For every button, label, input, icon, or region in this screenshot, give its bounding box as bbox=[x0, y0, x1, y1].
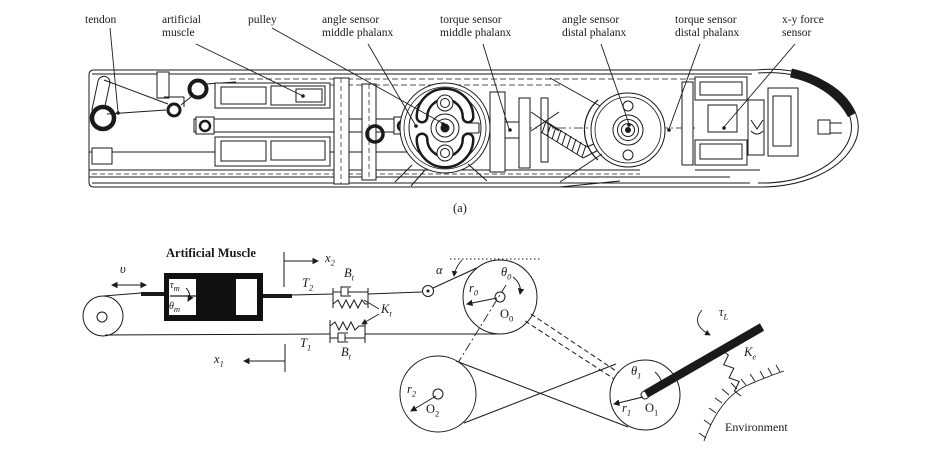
symbol-O1: O1 bbox=[645, 401, 659, 418]
label-tendon: tendon bbox=[85, 14, 117, 26]
symbol-tau-m: τm bbox=[170, 280, 180, 293]
symbol-T2: T2 bbox=[302, 276, 314, 293]
label-angle-sensor-middle: angle sensor middle phalanx bbox=[322, 14, 394, 39]
symbol-x1: x1 bbox=[214, 352, 224, 369]
label-xy-force-sensor: x-y force sensor bbox=[782, 14, 824, 39]
label-artificial-muscle-schematic: Artificial Muscle bbox=[166, 246, 256, 260]
r2-arrow bbox=[410, 395, 437, 412]
label-angle-sensor-distal: angle sensor distal phalanx bbox=[562, 14, 627, 39]
label-environment: Environment bbox=[725, 420, 788, 434]
distal-phalanx-pulley bbox=[549, 77, 666, 183]
symbol-alpha: α bbox=[436, 263, 443, 277]
spring-damper-top bbox=[332, 286, 369, 310]
idler-pulley bbox=[367, 265, 482, 297]
joint-centerline bbox=[431, 284, 507, 406]
symbol-Bt-bottom: Bt bbox=[341, 345, 352, 362]
symbol-velocity: υ bbox=[120, 262, 126, 276]
tendon-lines bbox=[103, 292, 497, 336]
Ke-spring bbox=[721, 349, 742, 397]
symbol-Bt-top: Bt bbox=[344, 266, 355, 283]
label-artificial-muscle: artificial muscle bbox=[162, 14, 201, 39]
tau-m-arrow bbox=[185, 287, 194, 302]
r1-arrow bbox=[613, 396, 644, 406]
part-b-drawing bbox=[82, 252, 785, 442]
x1-reference bbox=[243, 344, 286, 372]
label-torque-sensor-middle: torque sensor middle phalanx bbox=[440, 14, 512, 39]
symbol-theta0: θ0 bbox=[501, 265, 512, 282]
label-pulley: pulley bbox=[248, 14, 277, 26]
distal-link bbox=[643, 323, 765, 398]
crossed-tendons bbox=[455, 360, 629, 428]
tendon-drive-left bbox=[89, 71, 237, 165]
symbol-r0: r0 bbox=[469, 281, 479, 298]
middle-phalanx-pulley bbox=[394, 82, 491, 187]
muscle-block bbox=[164, 273, 263, 321]
symbol-r2: r2 bbox=[407, 382, 417, 399]
symbol-tau-L: τL bbox=[719, 305, 729, 322]
symbol-O0: O0 bbox=[500, 307, 514, 324]
symbol-Kt: Kt bbox=[381, 302, 392, 319]
symbol-r1: r1 bbox=[622, 401, 632, 418]
pulley-O0 bbox=[431, 259, 538, 406]
proximal-bracket bbox=[333, 77, 385, 185]
r0-arrow bbox=[466, 297, 498, 307]
distal-assembly bbox=[681, 68, 856, 171]
caption-a: (a) bbox=[453, 201, 467, 215]
symbol-T1: T1 bbox=[300, 336, 312, 353]
drive-pulley bbox=[82, 295, 124, 337]
label-torque-sensor-distal: torque sensor distal phalanx bbox=[675, 14, 740, 39]
environment-surface bbox=[698, 364, 785, 442]
tauL-arrow bbox=[697, 309, 711, 336]
actuator-assembly bbox=[193, 82, 415, 167]
symbol-theta-m: θm bbox=[169, 301, 181, 314]
fingertip-black-crescent bbox=[789, 68, 856, 118]
alpha-reference bbox=[450, 258, 542, 277]
leader-lines bbox=[109, 27, 796, 132]
part-a-drawing bbox=[88, 27, 859, 188]
symbol-O2: O2 bbox=[426, 402, 440, 419]
symbol-Ke: Ke bbox=[744, 345, 757, 362]
Kt-pointer-arrows bbox=[362, 299, 380, 324]
symbol-theta1: θ1 bbox=[631, 364, 642, 381]
symbol-x2: x2 bbox=[325, 251, 335, 268]
pulley-O1 bbox=[609, 359, 681, 431]
x2-reference bbox=[283, 252, 319, 287]
pulley-O2 bbox=[399, 355, 477, 433]
theta0-arrow bbox=[512, 276, 525, 295]
spring-damper-bottom bbox=[329, 320, 366, 343]
